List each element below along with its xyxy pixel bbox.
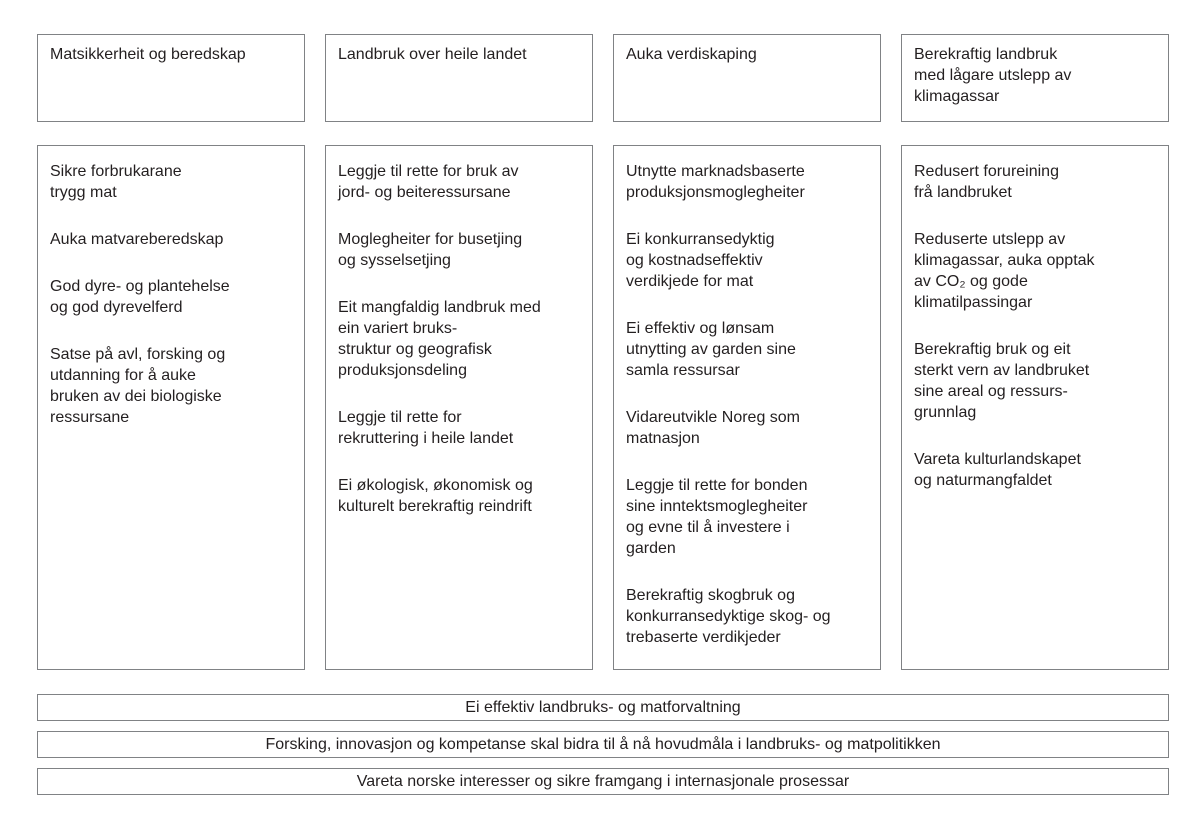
goal-column-landbruk-heile-landet: Landbruk over heile landet Leggje til re… — [325, 34, 593, 670]
cross-cutting-goals: Ei effektiv landbruks- og matforvaltning… — [37, 694, 1169, 795]
goal-item: Moglegheiter for busetjing og sysselsetj… — [338, 231, 523, 269]
goal-item: Leggje til rette for bruk av jord- og be… — [338, 163, 519, 201]
goal-header-auka-verdiskaping: Auka verdiskaping — [613, 34, 881, 122]
goal-items-matsikkerheit: Sikre forbrukarane trygg mat Auka matvar… — [37, 145, 305, 670]
goal-item: Leggje til rette for bonden sine inntekt… — [626, 477, 808, 557]
bar-forvaltning: Ei effektiv landbruks- og matforvaltning — [37, 694, 1169, 721]
goal-item: Redusert forureining frå landbruket — [914, 163, 1059, 201]
goal-item: Utnytte marknadsbaserte produksjonsmogle… — [626, 163, 805, 201]
goal-item: Vareta kulturlandskapet og naturmangfald… — [914, 451, 1081, 489]
goal-item: Ei økologisk, økonomisk og kulturelt ber… — [338, 477, 533, 515]
goal-item: Eit mangfaldig landbruk med ein variert … — [338, 299, 541, 379]
goal-item: Reduserte utslepp av klimagassar, auka o… — [914, 231, 1095, 311]
goal-item: God dyre- og plantehelse og god dyrevelf… — [50, 278, 230, 316]
goal-item: Auka matvareberedskap — [50, 231, 224, 248]
bar-internasjonale-prosessar: Vareta norske interesser og sikre framga… — [37, 768, 1169, 795]
goal-column-berekraftig-landbruk: Berekraftig landbruk med lågare utslepp … — [901, 34, 1169, 670]
goal-item: Leggje til rette for rekruttering i heil… — [338, 409, 514, 447]
goal-columns: Matsikkerheit og beredskap Sikre forbruk… — [37, 34, 1169, 670]
goal-item: Sikre forbrukarane trygg mat — [50, 163, 182, 201]
goal-item: Berekraftig bruk og eit sterkt vern av l… — [914, 341, 1090, 421]
goal-item: Berekraftig skogbruk og konkurransedykti… — [626, 587, 831, 646]
goal-item: Vidareutvikle Noreg som matnasjon — [626, 409, 801, 447]
goal-column-auka-verdiskaping: Auka verdiskaping Utnytte marknadsbasert… — [613, 34, 881, 670]
goal-header-matsikkerheit: Matsikkerheit og beredskap — [37, 34, 305, 122]
bar-forsking-innovasjon: Forsking, innovasjon og kompetanse skal … — [37, 731, 1169, 758]
goal-column-matsikkerheit: Matsikkerheit og beredskap Sikre forbruk… — [37, 34, 305, 670]
goal-item: Ei effektiv og lønsam utnytting av garde… — [626, 320, 796, 379]
goal-items-auka-verdiskaping: Utnytte marknadsbaserte produksjonsmogle… — [613, 145, 881, 670]
goal-items-berekraftig-landbruk: Redusert forureining frå landbruket Redu… — [901, 145, 1169, 670]
goal-header-berekraftig-landbruk: Berekraftig landbruk med lågare utslepp … — [901, 34, 1169, 122]
goal-item: Ei konkurransedyktig og kostnadseffektiv… — [626, 231, 775, 290]
goal-item: Satse på avl, forsking og utdanning for … — [50, 346, 226, 426]
goal-items-landbruk-heile-landet: Leggje til rette for bruk av jord- og be… — [325, 145, 593, 670]
goal-header-landbruk-heile-landet: Landbruk over heile landet — [325, 34, 593, 122]
